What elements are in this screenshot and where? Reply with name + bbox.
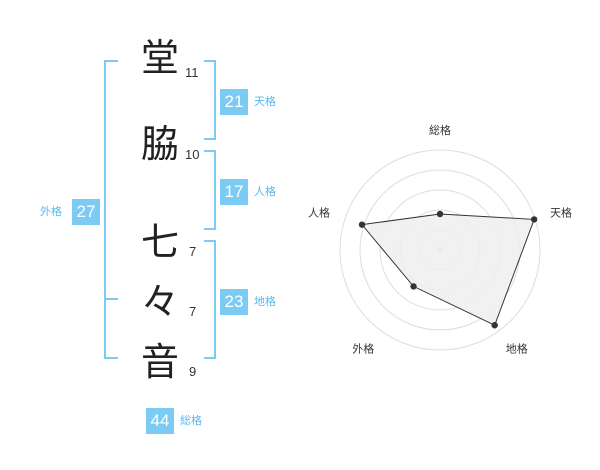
radar-shape (361, 213, 535, 326)
name-char-3: 七 (140, 220, 179, 264)
radar-point-5 (358, 221, 366, 228)
soukaku-badge: 44 (146, 408, 174, 434)
name-char-2: 脇 (140, 122, 179, 166)
radar-point-1 (436, 210, 444, 218)
radar-polygon (361, 213, 535, 326)
radar-axis-label-4: 外格 (352, 342, 374, 356)
radar-axis-label-1: 総格 (429, 123, 451, 137)
radar-axis-label-3: 地格 (506, 342, 528, 356)
stroke-count-3: 7 (189, 244, 197, 259)
name-char-1: 堂 (140, 36, 179, 80)
jinkaku-bracket (204, 150, 216, 230)
radar-axis-label-5: 人格 (308, 205, 330, 219)
jinkaku-badge: 17 (220, 179, 248, 205)
chikaku-badge: 23 (220, 289, 248, 315)
radar-point-2 (530, 216, 538, 223)
radar-points (358, 210, 538, 329)
tenkaku-bracket (204, 60, 216, 140)
gaikaku-label: 外格 (40, 205, 62, 218)
gaikaku-badge: 27 (72, 199, 100, 225)
radar-point-3 (491, 322, 498, 329)
chikaku-label: 地格 (254, 295, 276, 308)
gaikaku-bracket-divider (104, 298, 118, 300)
radar-point-4 (410, 283, 417, 290)
gaikaku-bracket (104, 60, 118, 359)
name-char-5: 音 (140, 340, 179, 384)
tenkaku-label: 天格 (254, 95, 276, 108)
stroke-count-4: 7 (189, 304, 197, 319)
radar-axis-label-2: 天格 (550, 205, 572, 219)
stroke-count-5: 9 (189, 364, 197, 379)
stroke-count-2: 10 (185, 147, 200, 162)
stroke-count-1: 11 (185, 65, 199, 80)
chikaku-bracket (204, 240, 216, 359)
radar-ring (339, 149, 541, 351)
jinkaku-label: 人格 (254, 185, 276, 198)
soukaku-label: 総格 (180, 414, 202, 427)
name-char-4: 々 (140, 280, 179, 324)
tenkaku-badge: 21 (220, 89, 248, 115)
